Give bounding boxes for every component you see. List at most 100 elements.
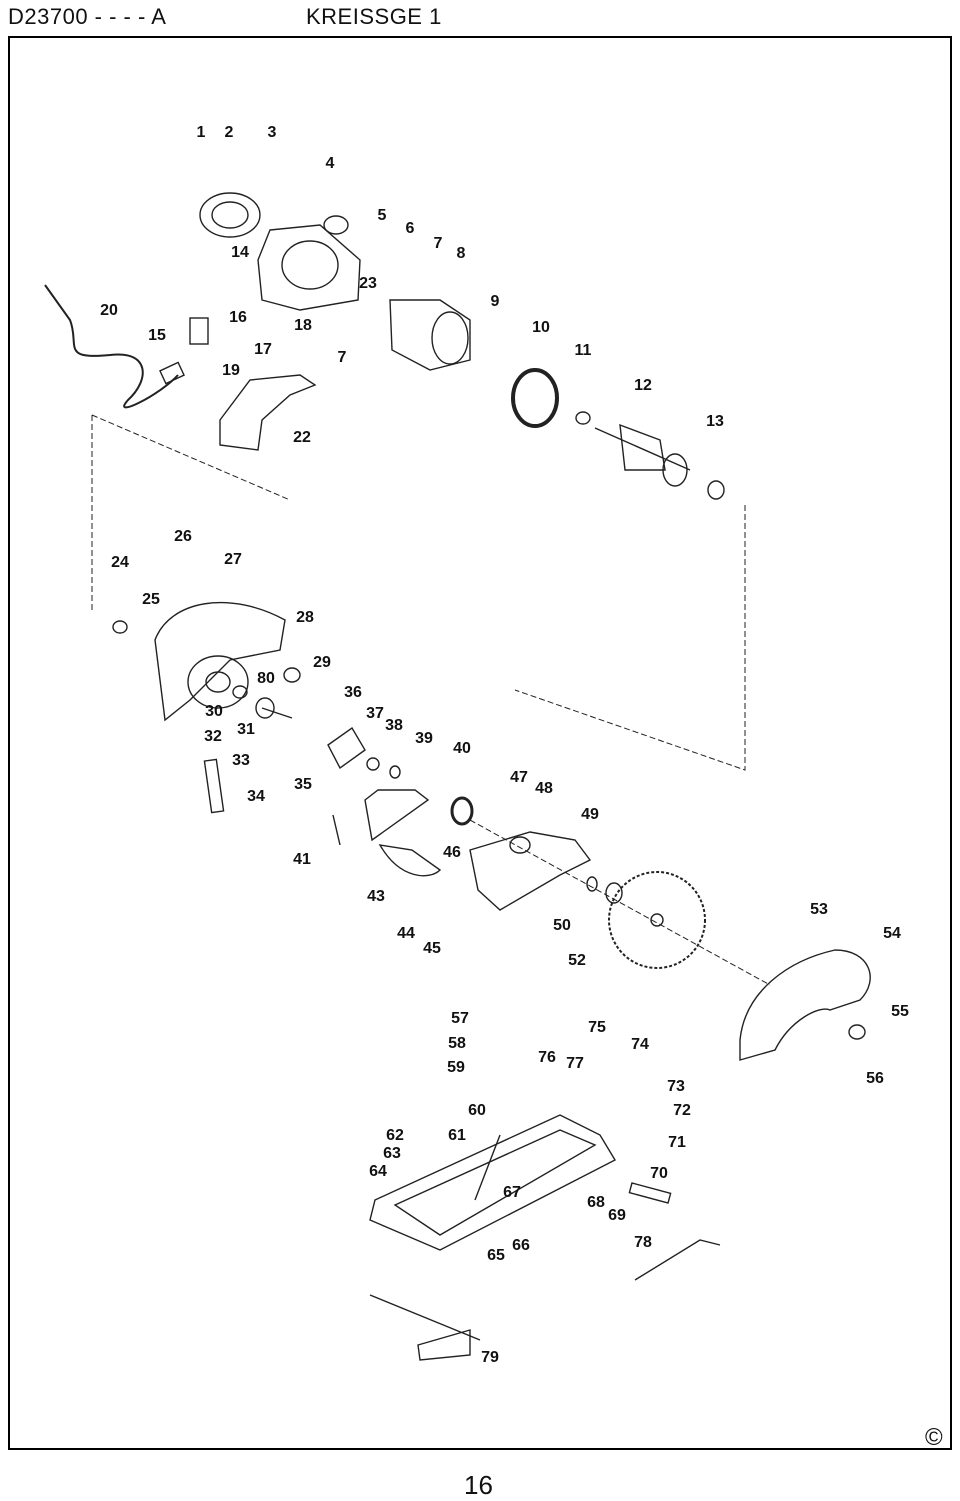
switch-15 bbox=[189, 317, 209, 345]
callout-label: 11 bbox=[575, 342, 592, 359]
bearing-80 bbox=[232, 685, 248, 699]
callout-label: 50 bbox=[553, 917, 571, 934]
upper-guard-53 bbox=[739, 949, 871, 1061]
callout-label: 25 bbox=[142, 591, 160, 608]
callout-label: 68 bbox=[587, 1194, 605, 1211]
callout-label: 58 bbox=[448, 1035, 466, 1052]
document-title: KREISSGE 1 bbox=[306, 4, 442, 29]
callout-label: 54 bbox=[883, 925, 901, 942]
callout-label: 71 bbox=[668, 1134, 686, 1151]
lower-guard-43 bbox=[378, 844, 442, 877]
callout-label: 23 bbox=[359, 275, 377, 292]
callout-label: 7 bbox=[338, 349, 347, 366]
callout-label: 65 bbox=[487, 1247, 505, 1264]
washer-50 bbox=[586, 876, 598, 892]
field-coil bbox=[389, 299, 471, 371]
callout-label: 35 bbox=[294, 776, 312, 793]
base-plate bbox=[369, 1114, 616, 1251]
callout-label: 1 bbox=[197, 124, 206, 141]
callout-label: 48 bbox=[535, 780, 553, 797]
callout-label: 16 bbox=[229, 309, 247, 326]
callout-label: 10 bbox=[532, 319, 550, 336]
callout-label: 32 bbox=[204, 728, 222, 745]
callout-label: 55 bbox=[891, 1003, 909, 1020]
callout-label: 61 bbox=[448, 1127, 466, 1144]
callout-label: 70 bbox=[650, 1165, 668, 1182]
callout-label: 73 bbox=[667, 1078, 685, 1095]
callout-label: 8 bbox=[457, 245, 466, 262]
ring-38 bbox=[389, 765, 401, 779]
callout-label: 53 bbox=[810, 901, 828, 918]
callout-label: 76 bbox=[538, 1049, 556, 1066]
callout-label: 66 bbox=[512, 1237, 530, 1254]
callout-label: 52 bbox=[568, 952, 586, 969]
assembly-line-lower bbox=[469, 819, 771, 986]
callout-label: 28 bbox=[296, 609, 314, 626]
lever-61 bbox=[474, 1134, 501, 1201]
callout-label: 57 bbox=[451, 1010, 469, 1027]
callout-label: 75 bbox=[588, 1019, 606, 1036]
plug bbox=[159, 361, 185, 385]
power-cord bbox=[44, 284, 179, 409]
callout-label: 3 bbox=[268, 124, 277, 141]
washer-55 bbox=[848, 1024, 866, 1040]
flange-52 bbox=[605, 882, 623, 904]
spindle-31 bbox=[261, 707, 293, 719]
callout-label: 24 bbox=[111, 554, 129, 571]
callout-label: 78 bbox=[634, 1234, 652, 1251]
handle bbox=[219, 374, 317, 451]
callout-label: 74 bbox=[631, 1036, 649, 1053]
o-ring-24 bbox=[112, 620, 128, 634]
callout-label: 79 bbox=[481, 1349, 499, 1366]
diagram-frame bbox=[8, 36, 952, 1450]
callout-label: 34 bbox=[247, 788, 265, 805]
copyright-symbol: © bbox=[925, 1424, 943, 1451]
lower-guard-47 bbox=[469, 831, 592, 911]
callout-label: 41 bbox=[293, 851, 311, 868]
callout-label: 60 bbox=[468, 1102, 486, 1119]
callout-label: 18 bbox=[294, 317, 312, 334]
callout-label: 33 bbox=[232, 752, 250, 769]
blade-guard-upper bbox=[154, 601, 286, 722]
bearing-37 bbox=[366, 757, 380, 771]
washer-28 bbox=[283, 667, 301, 683]
assembly-line-upper bbox=[91, 414, 746, 771]
callout-label: 2 bbox=[225, 124, 234, 141]
callout-label: 27 bbox=[224, 551, 242, 568]
callout-label: 67 bbox=[503, 1184, 521, 1201]
callout-label: 9 bbox=[491, 293, 500, 310]
callout-label: 19 bbox=[222, 362, 240, 379]
bearing-13 bbox=[707, 480, 725, 500]
callout-label: 5 bbox=[378, 207, 387, 224]
callout-label: 14 bbox=[231, 244, 249, 261]
callout-label: 20 bbox=[100, 302, 118, 319]
callout-label: 39 bbox=[415, 730, 433, 747]
callout-label: 40 bbox=[453, 740, 471, 757]
callout-label: 17 bbox=[254, 341, 272, 358]
motor-housing bbox=[199, 192, 361, 311]
depth-bracket-41 bbox=[332, 789, 430, 846]
callout-label: 13 bbox=[706, 413, 724, 430]
spring-40 bbox=[450, 796, 474, 826]
callout-label: 38 bbox=[385, 717, 403, 734]
bearing-11 bbox=[575, 411, 591, 425]
callout-label: 7 bbox=[434, 235, 443, 252]
callout-label: 36 bbox=[344, 684, 362, 701]
callout-label: 44 bbox=[397, 925, 415, 942]
rip-fence-78 bbox=[634, 1239, 721, 1281]
callout-label: 43 bbox=[367, 888, 385, 905]
callout-label: 59 bbox=[447, 1059, 465, 1076]
parallel-guide-79 bbox=[369, 1294, 481, 1361]
page-number: 16 bbox=[464, 1470, 493, 1500]
callout-label: 69 bbox=[608, 1207, 626, 1224]
callout-label: 47 bbox=[510, 769, 528, 786]
armature bbox=[594, 423, 691, 487]
callout-label: 56 bbox=[866, 1070, 884, 1087]
callout-label: 30 bbox=[205, 703, 223, 720]
bearing-plate-35 bbox=[327, 726, 366, 770]
callout-label: 72 bbox=[673, 1102, 691, 1119]
saw-blade bbox=[608, 871, 706, 969]
gear-30 bbox=[255, 697, 275, 719]
